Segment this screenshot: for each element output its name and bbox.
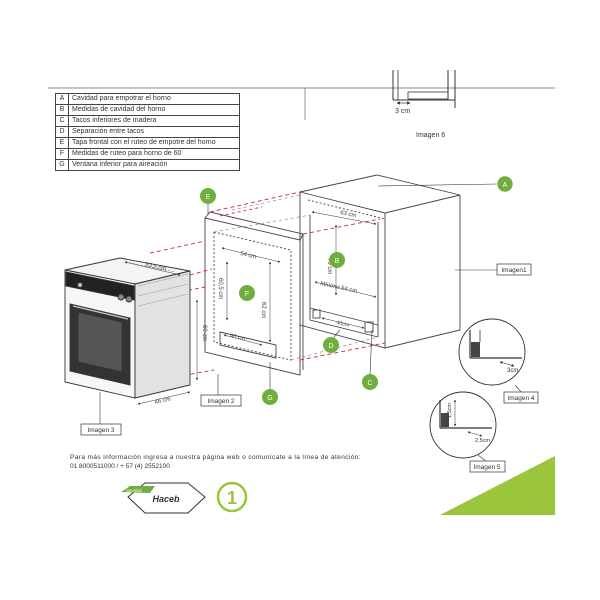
callout-G: G bbox=[262, 362, 278, 405]
callout-C: C bbox=[362, 329, 378, 390]
legend-text: Tapa frontal con el ruteo de empotre del… bbox=[68, 137, 240, 149]
contact-phones: 01 8000511000 / + 57 (4) 2552100 bbox=[70, 463, 170, 470]
dim-oven-height: 60 cm bbox=[201, 325, 207, 341]
svg-text:2,5cm: 2,5cm bbox=[475, 438, 490, 444]
legend-text: Ventana inferior para aireación bbox=[68, 159, 240, 171]
dim-cab-width: 63 cm bbox=[340, 210, 357, 219]
svg-text:E: E bbox=[206, 194, 211, 201]
dim-front-bottom: 40 cm bbox=[230, 333, 246, 342]
dim-front-width: 54 cm bbox=[240, 251, 257, 261]
svg-text:D: D bbox=[328, 343, 333, 350]
svg-text:C: C bbox=[367, 380, 372, 387]
svg-text:G: G bbox=[267, 395, 272, 402]
page-number: 1 bbox=[227, 488, 237, 508]
svg-text:Imagen 4: Imagen 4 bbox=[507, 395, 534, 402]
legend-key: D bbox=[55, 126, 69, 138]
legend-text: Cavidad para empotrar el horno bbox=[68, 93, 240, 105]
dim-front-height: 62 cm bbox=[260, 302, 266, 318]
callout-F: F bbox=[239, 285, 255, 301]
front-panel-dims: 54 cm 62 cm 60,5 cm 40 cm bbox=[217, 247, 281, 346]
dim-cab-height: 70 cm bbox=[326, 258, 332, 274]
dim-oven-depth: 53,5 cm bbox=[145, 262, 167, 273]
svg-text:B: B bbox=[335, 258, 340, 265]
callout-A: A bbox=[377, 175, 514, 193]
service-tag: Servicio bbox=[126, 488, 143, 493]
cabinet-cavity bbox=[299, 174, 461, 349]
legend-text: Medidas de cavidad del horno bbox=[68, 104, 240, 116]
oven-dims: 53,5 cm 60 cm 46 cm bbox=[124, 261, 207, 406]
img6-label: Imagen 6 bbox=[416, 132, 445, 139]
callout-D: D bbox=[323, 329, 341, 353]
brand-name: Haceb bbox=[152, 494, 180, 504]
legend-key: G bbox=[55, 159, 69, 171]
contact-text: Para más información ingresa a nuestra p… bbox=[70, 454, 361, 461]
dim-cab-min-width: Mínimo 54 cm bbox=[320, 281, 358, 295]
svg-text:Imagen1: Imagen1 bbox=[501, 267, 527, 274]
callout-E: E bbox=[200, 188, 216, 215]
svg-text:F: F bbox=[245, 291, 249, 298]
contact-footer: Para más información ingresa a nuestra p… bbox=[70, 453, 370, 471]
detail-imagen-4: 3cm Imagen 4 bbox=[458, 318, 539, 404]
haceb-logo: Servicio Haceb bbox=[121, 482, 206, 514]
svg-text:Imagen 2: Imagen 2 bbox=[207, 398, 234, 405]
legend-key: A bbox=[55, 93, 69, 105]
label-imagen-1: Imagen1 bbox=[455, 263, 532, 276]
legend-key: C bbox=[55, 115, 69, 127]
legend-text: Tacos inferiores de madera bbox=[68, 115, 240, 127]
img6-dimension: 3 cm bbox=[395, 108, 410, 115]
label-imagen-2: Imagen 2 bbox=[200, 374, 242, 407]
svg-text:Imagen 5: Imagen 5 bbox=[473, 464, 500, 471]
dim-oven-width: 46 cm bbox=[154, 396, 171, 406]
detail-imagen-6: 3 cm Imagen 6 bbox=[392, 70, 456, 139]
svg-text:Imagen 3: Imagen 3 bbox=[87, 427, 114, 434]
detail-imagen-5: 1,5cm 2,5cm Imagen 5 bbox=[429, 391, 506, 473]
green-accent bbox=[440, 456, 555, 515]
legend-key: B bbox=[55, 104, 69, 116]
callout-B: B bbox=[329, 252, 345, 268]
dim-front-side: 60,5 cm bbox=[217, 278, 223, 299]
label-imagen-3: Imagen 3 bbox=[80, 392, 122, 436]
svg-text:A: A bbox=[503, 182, 508, 189]
svg-text:3cm: 3cm bbox=[507, 368, 518, 374]
legend-text: Separación entre tacos bbox=[68, 126, 240, 138]
legend-key: F bbox=[55, 148, 69, 160]
svg-text:1,5cm: 1,5cm bbox=[447, 403, 453, 418]
legend-text: Medidas de ruteo para horno de 60 bbox=[68, 148, 240, 160]
dim-taco-sep: 40cm bbox=[336, 320, 351, 329]
oven bbox=[64, 257, 191, 399]
page-number-badge: 1 bbox=[216, 481, 248, 513]
legend-key: E bbox=[55, 137, 69, 149]
